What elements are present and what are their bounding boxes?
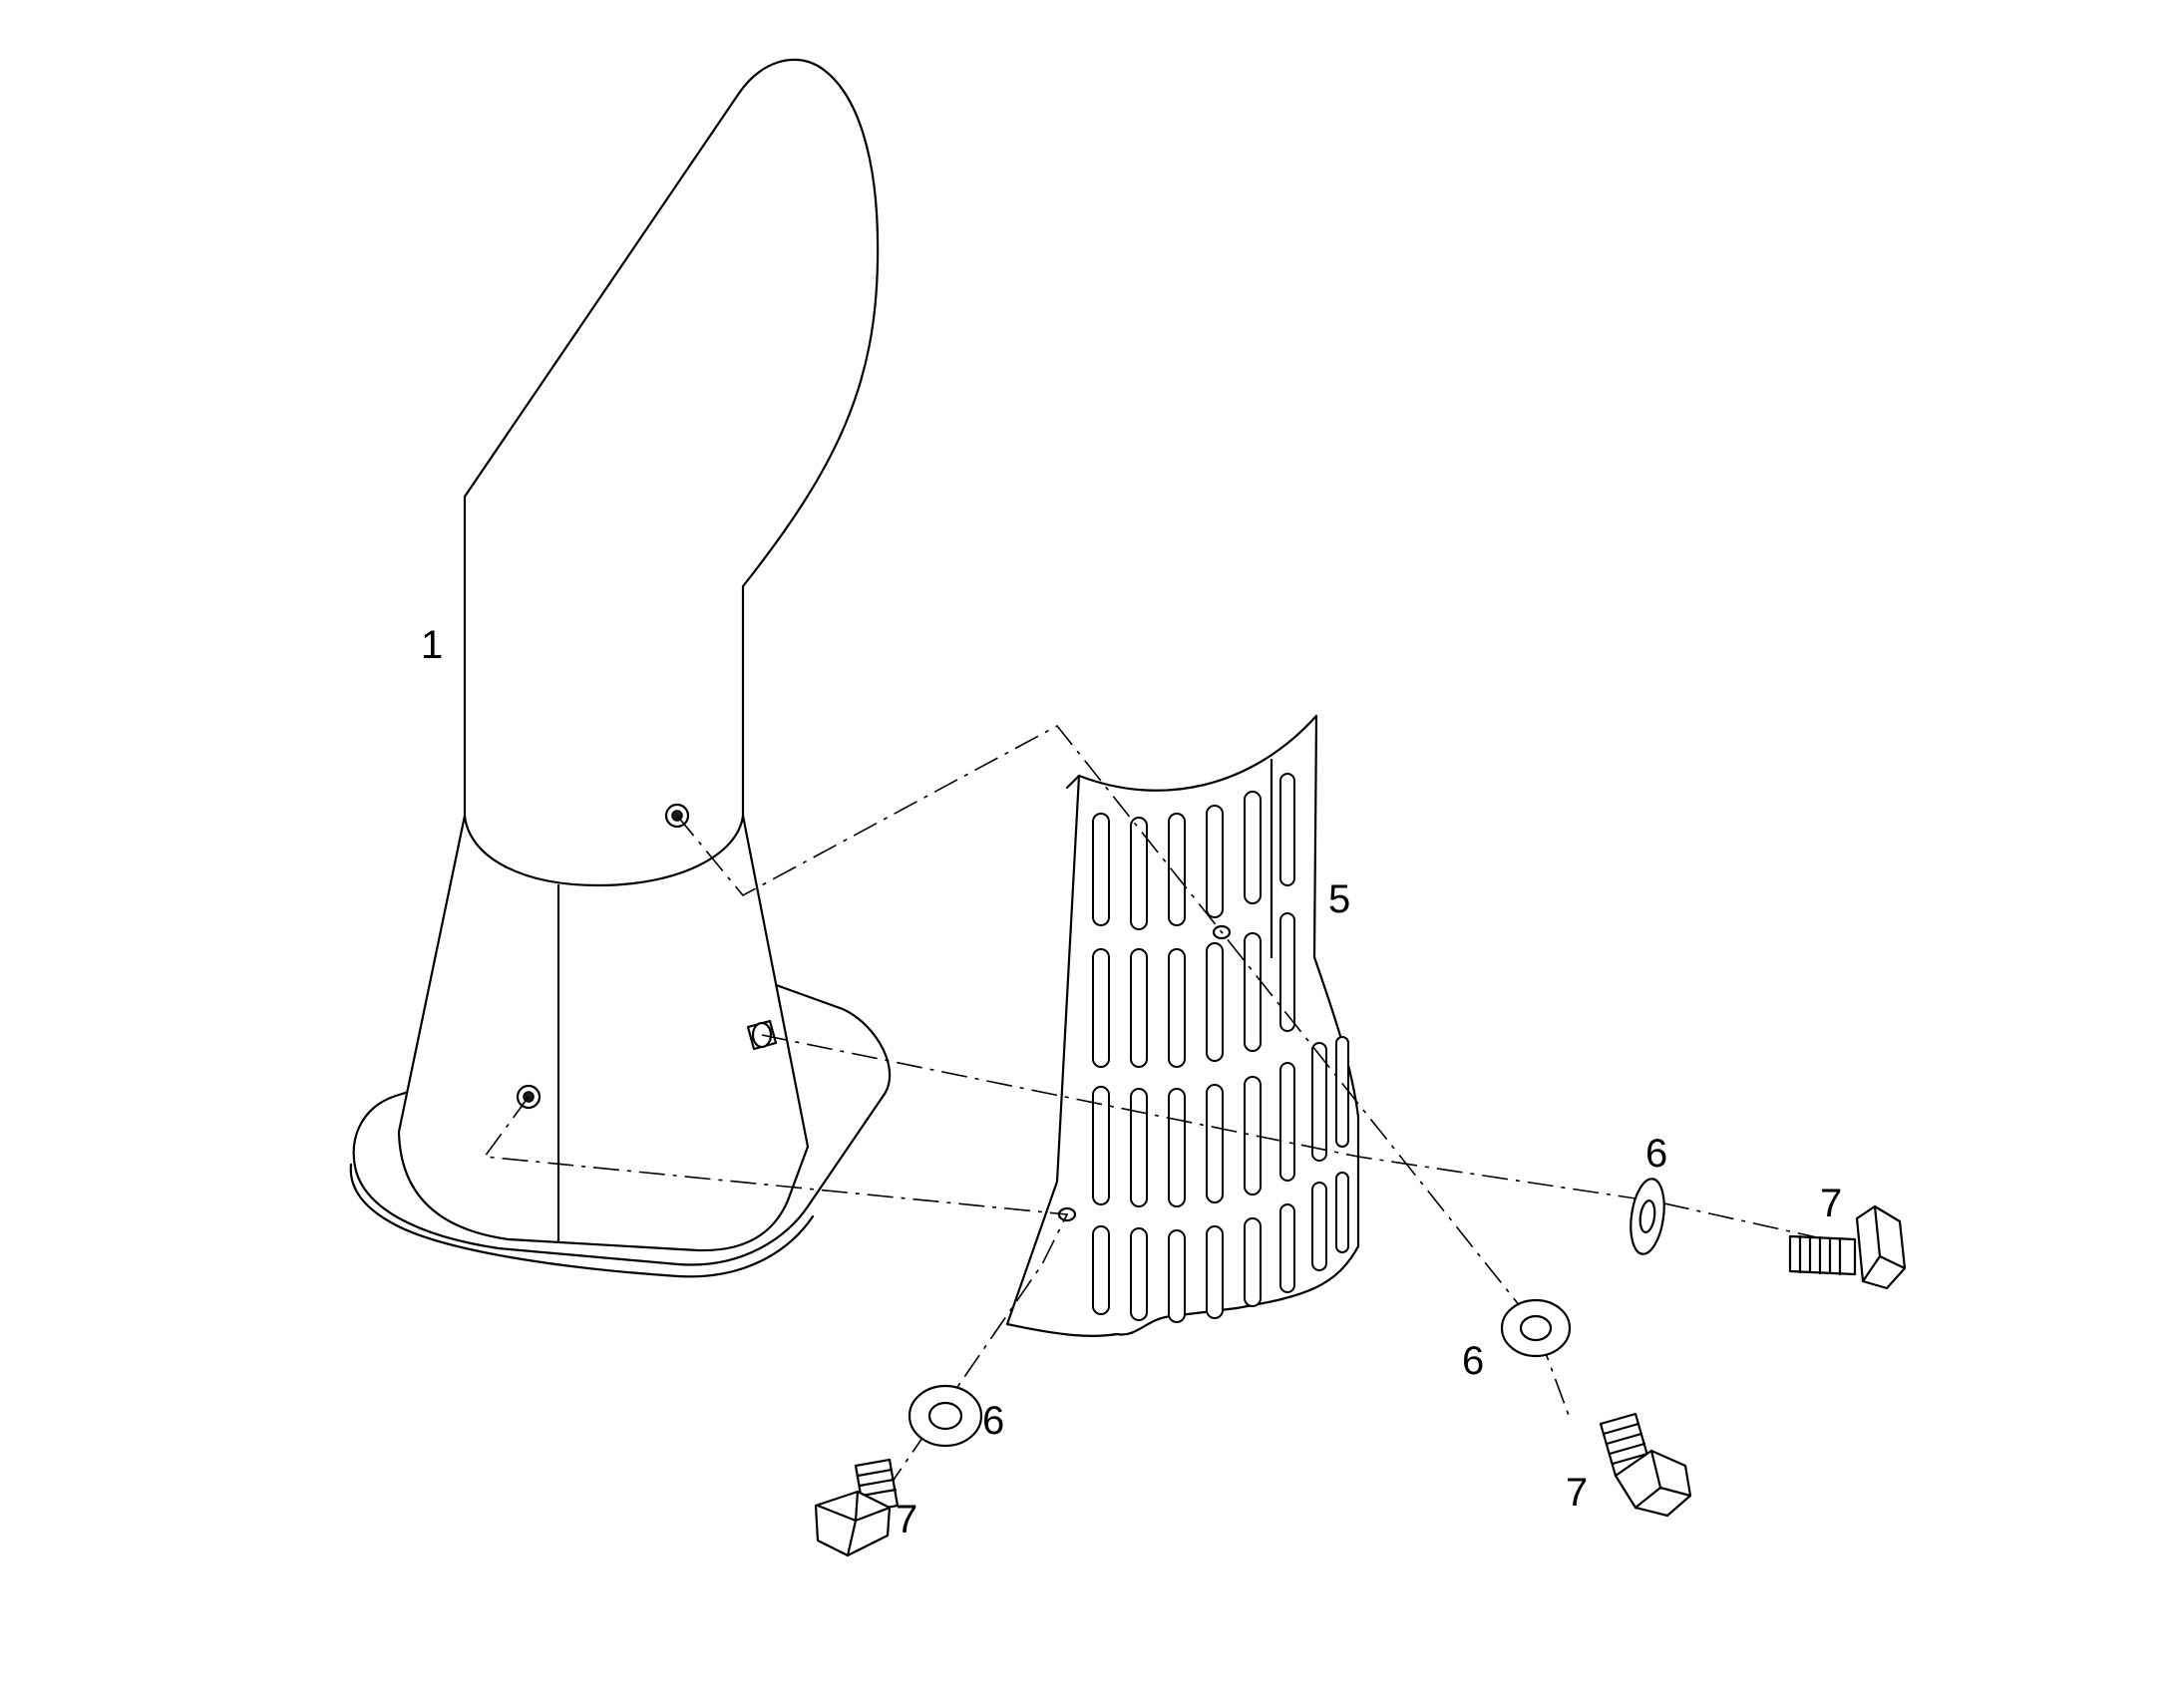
label-part-7-left: 7 — [896, 1498, 917, 1541]
washer-left — [908, 1384, 983, 1448]
label-part-7-right-lower: 7 — [1566, 1471, 1588, 1515]
label-part-1: 1 — [421, 623, 443, 667]
bolt-right-lower — [1599, 1412, 1692, 1518]
exhaust-stack — [349, 58, 892, 1278]
label-part-6-left: 6 — [982, 1399, 1004, 1443]
label-part-6-right-upper: 6 — [1645, 1132, 1667, 1176]
bolt-left — [814, 1458, 900, 1557]
label-part-5: 5 — [1328, 877, 1350, 921]
bolt-right-upper — [1788, 1204, 1907, 1290]
label-part-6-right-lower: 6 — [1462, 1339, 1484, 1383]
label-part-7-right-upper: 7 — [1820, 1182, 1842, 1225]
heat-shield — [1005, 714, 1360, 1337]
washer-right-lower — [1500, 1298, 1572, 1358]
washer-right-upper — [1630, 1178, 1665, 1255]
